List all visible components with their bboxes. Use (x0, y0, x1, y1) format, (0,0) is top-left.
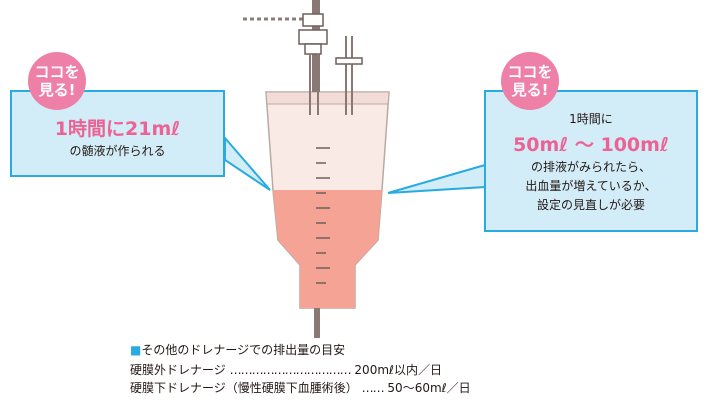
left-look-here-badge: ココを 見る! (28, 52, 86, 110)
left-callout-highlight: 1時間に21mℓ (54, 118, 181, 140)
note-label: 硬膜下ドレナージ（慢性硬膜下血腫術後） (130, 381, 358, 395)
fitting-top (302, 13, 324, 27)
drainage-container (265, 91, 390, 309)
right-look-here-badge: ココを 見る! (501, 52, 559, 110)
drainage-fluid (273, 190, 382, 308)
badge-line: 見る! (511, 81, 549, 99)
right-callout-line: の排液がみられたら、 (530, 160, 651, 174)
note-dots: …… (361, 381, 385, 395)
notes-heading-text: その他のドレナージでの排出量の目安 (141, 343, 346, 357)
right-callout: 1時間に 50mℓ ～ 100mℓ の排液がみられたら、 出血量が増えているか、… (484, 90, 698, 232)
note-value: 50～60mℓ／日 (387, 381, 471, 395)
right-callout-highlight: 50mℓ ～ 100mℓ (513, 134, 669, 156)
right-callout-text: の排液がみられたら、 出血量が増えているか、 設定の見直しが必要 (486, 158, 696, 215)
badge-line: 見る! (38, 81, 76, 99)
left-callout-text: の髄液が作られる (69, 144, 166, 158)
badge-line: ココを (507, 63, 553, 81)
volume-scale (316, 147, 330, 284)
notes-heading: ■その他のドレナージでの排出量の目安 (130, 343, 346, 357)
note-value: 200mℓ以内／日 (354, 363, 442, 377)
note-row-subdural: 硬膜下ドレナージ（慢性硬膜下血腫術後） …… 50～60mℓ／日 (130, 380, 471, 397)
note-label: 硬膜外ドレナージ (130, 363, 226, 377)
right-callout-line1: 1時間に (569, 112, 613, 126)
outlet-tube (314, 308, 320, 338)
fitting-clamp (298, 29, 328, 45)
right-callout-line: 設定の見直しが必要 (536, 198, 645, 212)
right-callout-line: 出血量が増えているか、 (525, 179, 657, 193)
right-callout-pointer (387, 163, 486, 194)
badge-line: ココを (34, 63, 80, 81)
note-row-epidural: 硬膜外ドレナージ …………………………… 200mℓ以内／日 (130, 362, 442, 379)
left-callout-pointer (224, 135, 271, 191)
note-dots: …………………………… (229, 363, 352, 377)
